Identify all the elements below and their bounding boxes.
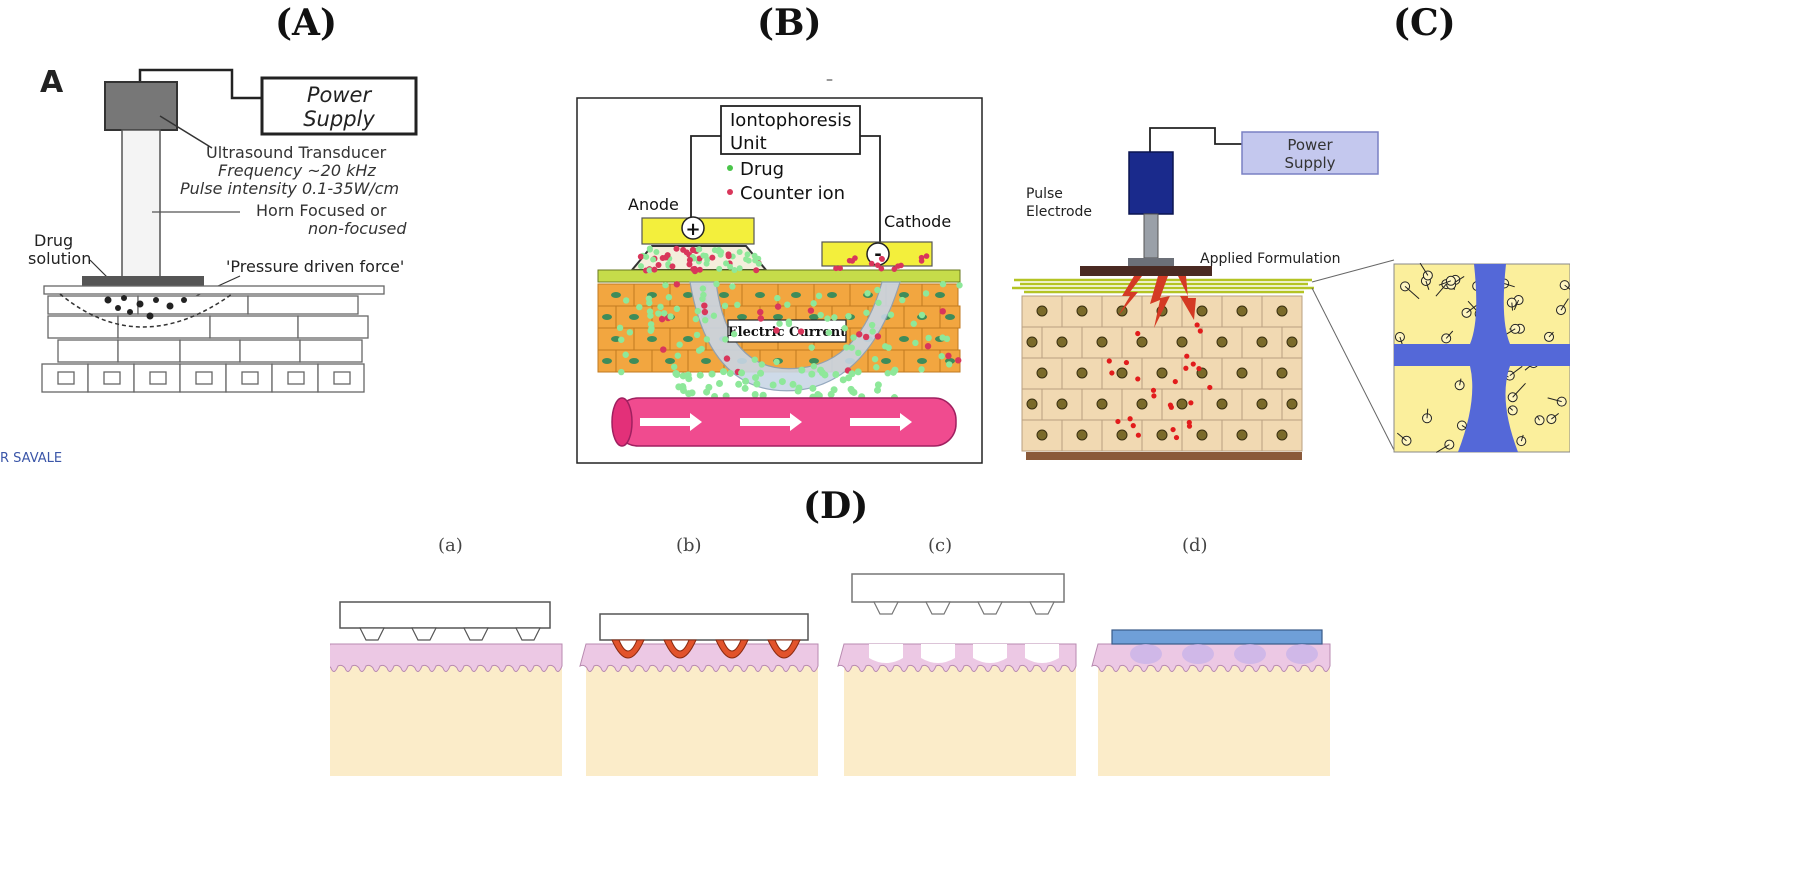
drug-solution-layer xyxy=(82,276,204,288)
plus-icon xyxy=(681,216,705,240)
panel-a-sonophoresis: A Power Supply Ultrasound Transducer Fre… xyxy=(0,65,418,465)
panel-a-corner-letter: A xyxy=(40,65,64,100)
panel-c-electroporation: Power Supply Pulse Electrode Applied For… xyxy=(1012,127,1570,460)
power-supply-label-2: Supply xyxy=(303,107,375,131)
sub-label-c: (c) xyxy=(928,535,953,556)
unit-label-1: Iontophoresis xyxy=(730,110,851,131)
power-supply-box-c xyxy=(1241,131,1379,175)
formulation-label: Applied Formulation xyxy=(1200,251,1341,267)
iontophoresis-unit-box xyxy=(720,105,861,155)
ultrasound-transducer xyxy=(104,81,178,131)
power-supply-c-label-2: Supply xyxy=(1284,154,1335,172)
applied-formulation xyxy=(1080,266,1212,276)
electric-current-label: Electric Current xyxy=(728,325,847,340)
drug-solution-label-2: solution xyxy=(28,249,91,268)
skin-cells-a xyxy=(41,285,385,393)
microneedle-panel-b xyxy=(579,613,819,776)
electrode-label-2: Electrode xyxy=(1026,204,1092,220)
dermis-line xyxy=(1026,452,1302,460)
horn xyxy=(121,129,161,283)
stratum-corneum-b xyxy=(597,269,961,283)
legend-drug: Drug xyxy=(740,159,784,180)
skin-cells-c xyxy=(1021,295,1303,452)
panel-d-microneedles xyxy=(330,573,1331,776)
electrode-shaft xyxy=(1143,213,1159,259)
pulse-electrode xyxy=(1128,151,1174,215)
horn-label-1: Horn Focused or xyxy=(256,201,387,220)
power-supply-c-label-1: Power xyxy=(1287,136,1333,154)
power-wire-c xyxy=(1149,127,1242,152)
electropore xyxy=(1394,264,1570,452)
panel-a-letter: (A) xyxy=(275,2,337,44)
electrode-label-1: Pulse xyxy=(1026,186,1063,202)
sub-label-a: (a) xyxy=(438,535,463,556)
unit-label-2: Unit xyxy=(730,133,767,154)
panel-b-iontophoresis: – Iontophoresis Unit Drug Counter ion An… xyxy=(576,72,983,464)
electric-pulses xyxy=(1118,276,1196,328)
credit-label: R SAVALE xyxy=(0,451,62,465)
panel-b-letter: (B) xyxy=(757,2,822,44)
drug-particles-c xyxy=(1106,322,1213,441)
microneedle-panel-a xyxy=(330,601,563,776)
pressure-zone xyxy=(59,293,233,328)
panel-b-dash: – xyxy=(826,72,833,88)
horn-label-2: non-focused xyxy=(308,219,407,238)
flow-arrows xyxy=(640,413,912,431)
transducer-label-1: Ultrasound Transducer xyxy=(206,143,387,162)
cathode-label: Cathode xyxy=(884,212,951,231)
plus-sign: + xyxy=(685,219,700,240)
sub-label-d: (d) xyxy=(1182,535,1208,556)
power-supply-label-1: Power xyxy=(307,83,373,107)
sub-label-b: (b) xyxy=(676,535,702,556)
legend-counter-ion: Counter ion xyxy=(740,183,845,204)
transducer-label-2: Frequency ~20 kHz xyxy=(218,161,376,180)
microneedle-panel-c xyxy=(837,573,1077,776)
anode-label: Anode xyxy=(628,195,679,214)
pressure-label: 'Pressure driven force' xyxy=(226,257,404,276)
transducer-label-3: Pulse intensity 0.1-35W/cm xyxy=(180,179,399,198)
drug-particles-a xyxy=(104,295,187,320)
minus-sign: - xyxy=(874,244,881,265)
panel-c-letter: (C) xyxy=(1393,2,1456,44)
microneedle-panel-d xyxy=(1091,629,1331,776)
power-wire xyxy=(138,68,262,100)
power-supply-box xyxy=(260,76,418,136)
drug-solution-label-1: Drug xyxy=(34,231,73,250)
panel-d-letter: (D) xyxy=(803,485,869,527)
